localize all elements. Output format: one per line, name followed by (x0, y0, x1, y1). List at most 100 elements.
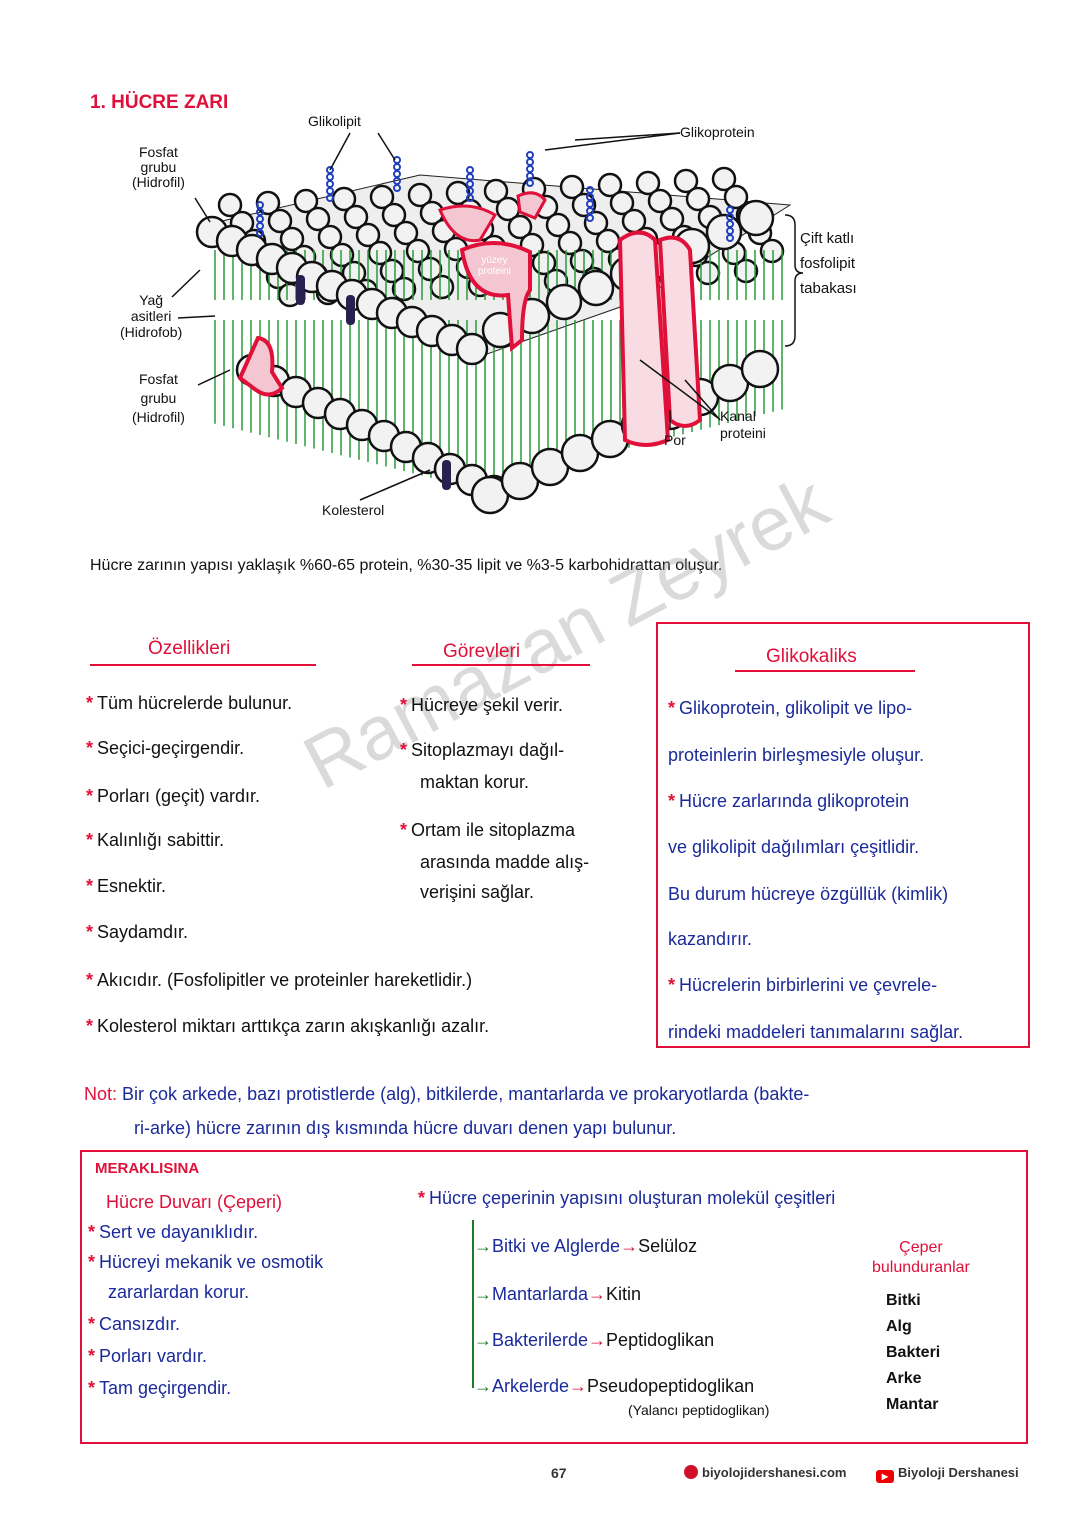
duvar-item: *Hücreyi mekanik ve osmotik (88, 1252, 323, 1273)
carbohydrate-chain (393, 170, 401, 178)
branch-arrow-icon: → (474, 1236, 492, 1256)
glikokaliks-line-text: ve glikolipit dağılımları çeşitlidir. (668, 837, 920, 857)
asterisk-icon: * (86, 830, 94, 850)
youtube-link[interactable]: ▶Biyoloji Dershanesi (876, 1465, 1019, 1483)
asterisk-icon: * (86, 693, 94, 713)
asterisk-icon: * (88, 1222, 96, 1242)
asterisk-icon: * (88, 1378, 96, 1398)
duvar-item-text: Tam geçirgendir. (99, 1378, 232, 1398)
pointer-arrow (684, 379, 721, 421)
cell-membrane-diagram (171, 132, 804, 515)
asterisk-icon: * (86, 970, 94, 990)
duvar-item: *Tam geçirgendir. (88, 1378, 231, 1399)
molecule-row: →Bitki ve Alglerde→Selüloz (474, 1236, 697, 1257)
glikokaliks-line: rindeki maddeleri tanımalarını sağlar. (668, 1022, 963, 1043)
glikokaliks-line-text: Hücrelerin birbirlerini ve çevrele- (679, 975, 938, 995)
glikokaliks-line-text: kazandırır. (668, 929, 753, 949)
phospholipid-head (355, 222, 381, 248)
ozellik-item: *Seçici-geçirgendir. (86, 738, 244, 759)
gorev-item-text: Hücreye şekil verir. (411, 695, 564, 715)
phospholipid-head (381, 202, 407, 228)
label-fosfat-bottom: Fosfat grubu (Hidrofil) (132, 370, 185, 427)
pointer-arrow (639, 359, 719, 419)
label-glikoprotein: Glikoprotein (680, 124, 755, 140)
phospholipid-head (583, 210, 609, 236)
molecule-row: →Bakterilerde→Peptidoglikan (474, 1330, 714, 1351)
glikokaliks-line: proteinlerin birleşmesiyle oluşur. (668, 745, 924, 766)
label-line: (Hidrofob) (120, 324, 183, 340)
globe-icon (684, 1465, 698, 1479)
gorev-item-text: Sitoplazmayı dağıl- (411, 740, 565, 760)
youtube-icon: ▶ (876, 1470, 894, 1483)
ozellik-item: *Porları (geçit) vardır. (86, 786, 260, 807)
asterisk-icon: * (88, 1314, 96, 1334)
label-line: grubu (140, 390, 177, 406)
gorev-item: arasında madde alış- (420, 852, 589, 873)
divider (412, 664, 590, 666)
arrow-icon: → (588, 1284, 607, 1304)
gorev-item: verişini sağlar. (420, 882, 534, 903)
website-link[interactable]: biyolojidershanesi.com (684, 1465, 847, 1480)
duvar-item-text: Hücreyi mekanik ve osmotik (99, 1252, 324, 1272)
carbohydrate-chain (466, 166, 474, 174)
gorev-item-text: verişini sağlar. (420, 882, 535, 902)
ceper-title: Çeper bulunduranlar (872, 1238, 970, 1278)
pointer-arrow (197, 369, 231, 386)
meraklisina-title: MERAKLISINA (95, 1160, 200, 1177)
ceper-item-text: Arke (886, 1370, 922, 1387)
label-line: Yağ (139, 292, 164, 308)
carbohydrate-chain (526, 172, 534, 180)
molecule-note-text: (Yalancı peptidoglikan) (628, 1402, 770, 1418)
ozellik-item-text: Saydamdır. (97, 922, 189, 942)
surface-protein (459, 240, 532, 352)
ozellik-item: *Kalınlığı sabittir. (86, 830, 224, 851)
glikokaliks-line: *Glikoprotein, glikolipit ve lipo- (668, 698, 912, 719)
gorev-item: maktan korur. (420, 772, 529, 793)
label-line: tabakası (800, 280, 857, 297)
glycoprotein-protein (516, 191, 547, 220)
molecule-group: Arkelerde (492, 1376, 570, 1396)
carbohydrate-chain (466, 173, 474, 181)
phospholipid-head (673, 168, 699, 194)
divider (90, 664, 316, 666)
duvar-item: *Sert ve dayanıklıdır. (88, 1222, 258, 1243)
ceper-item-text: Alg (886, 1318, 912, 1335)
cholesterol (442, 460, 451, 490)
ozellik-item-text: Esnektir. (97, 876, 167, 896)
ozellikler-title: Özellikleri (148, 638, 231, 659)
arrow-icon: → (588, 1330, 607, 1350)
phospholipid-head (659, 206, 685, 232)
ozellik-item: *Akıcıdır. (Fosfolipitler ve proteinler … (86, 970, 472, 991)
meraklisina-box (80, 1150, 1028, 1444)
hucre-duvari-subtitle: Hücre Duvarı (Çeperi) (106, 1192, 283, 1212)
bracket (784, 214, 804, 347)
phospholipid-head (393, 220, 419, 246)
pointer-arrow (194, 197, 211, 223)
website-text: biyolojidershanesi.com (702, 1465, 847, 1480)
channel-protein (657, 235, 703, 428)
duvar-item: *Cansızdır. (88, 1314, 180, 1335)
note-line-2: ri-arke) hücre zarının dış kısmında hücr… (134, 1118, 677, 1138)
carbohydrate-chain (526, 165, 534, 173)
phospholipid-head (685, 186, 711, 212)
phospholipid-head (705, 213, 743, 251)
phospholipid-head (483, 178, 509, 204)
molecule-name: Kitin (606, 1284, 642, 1304)
molecule-row: →Mantarlarda→Kitin (474, 1284, 641, 1305)
label-kolesterol: Kolesterol (322, 502, 385, 518)
molecule-row: →Arkelerde→Pseudopeptidoglikan (474, 1376, 754, 1397)
branch-arrow-icon: → (474, 1284, 492, 1304)
label-line: grubu (140, 159, 177, 175)
asterisk-icon: * (88, 1346, 96, 1366)
duvar-item-text: zararlardan korur. (108, 1282, 250, 1302)
ozellik-item: *Saydamdır. (86, 922, 188, 943)
label-line: (Hidrofil) (132, 174, 185, 190)
ozellik-item: *Esnektir. (86, 876, 166, 897)
ceper-item-text: Bitki (886, 1292, 921, 1309)
phospholipid-head (545, 283, 583, 321)
glikokaliks-line-text: Hücre zarlarında glikoprotein (679, 791, 910, 811)
ceper-title-line: bulunduranlar (872, 1259, 970, 1276)
ozellik-item-text: Kalınlığı sabittir. (97, 830, 225, 850)
note-label: Not: (84, 1084, 118, 1104)
asterisk-icon: * (86, 786, 94, 806)
